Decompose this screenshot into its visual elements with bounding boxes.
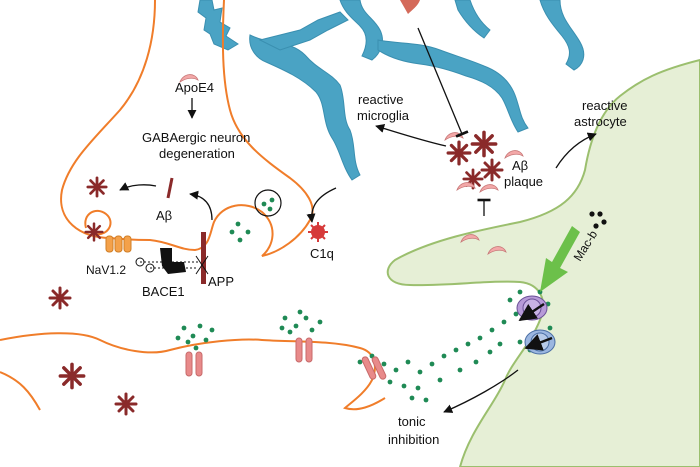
- neuron-outline: [0, 0, 386, 411]
- label-gaba-line2: degeneration: [159, 146, 235, 161]
- macb-dots: [589, 211, 607, 229]
- label-microglia-line1: reactive: [358, 92, 404, 107]
- label-c1q: C1q: [310, 246, 334, 261]
- label-gaba-line1: GABAergic neuron: [142, 130, 250, 145]
- label-apoe4: ApoE4: [175, 80, 214, 95]
- label-tonic-line1: tonic: [398, 414, 426, 429]
- macb-arrow: [540, 226, 580, 292]
- label-microglia-line2: microglia: [357, 108, 410, 123]
- label-astrocyte-line2: astrocyte: [574, 114, 627, 129]
- app-protein: [201, 232, 206, 284]
- transporter-purple: [516, 295, 548, 321]
- c1q-symbol: [308, 222, 328, 242]
- vesicle-circle: [254, 189, 282, 217]
- microglia-cells: [197, 0, 585, 181]
- label-astrocyte-line1: reactive: [582, 98, 628, 113]
- label-abeta-inner: Aβ: [156, 208, 172, 223]
- label-tonic-line2: inhibition: [388, 432, 439, 447]
- abeta-fragment: [166, 177, 174, 199]
- label-bace1: BACE1: [142, 284, 185, 299]
- label-nav12: NaV1.2: [86, 263, 126, 277]
- label-plaque-line2: plaque: [504, 174, 543, 189]
- bace1-shape: [160, 248, 186, 274]
- label-plaque-line1: Aβ: [512, 158, 528, 173]
- vesicle-dots: [229, 197, 275, 243]
- gaba-receptors: [185, 337, 387, 380]
- cleavage-marks: [135, 255, 209, 275]
- astrocyte-body: [386, 58, 700, 467]
- pathway-arrows: [119, 27, 597, 413]
- label-app: APP: [208, 274, 234, 289]
- transport-arrow-1: [518, 302, 545, 322]
- nav12-channel: [105, 235, 132, 253]
- transport-arrow-2: [524, 334, 553, 351]
